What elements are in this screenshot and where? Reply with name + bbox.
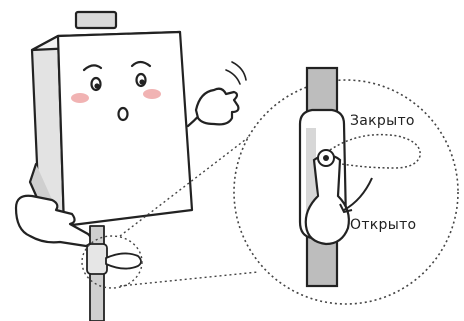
left-cheek bbox=[71, 93, 89, 103]
boiler-chimney bbox=[76, 12, 116, 28]
mouth bbox=[119, 108, 128, 120]
valve-open-label: Открыто bbox=[350, 217, 416, 233]
motion-mark-1 bbox=[226, 70, 240, 84]
right-pupil bbox=[139, 79, 144, 84]
motion-mark-2 bbox=[232, 62, 246, 80]
valve-pivot-dot bbox=[323, 155, 329, 161]
boiler-front bbox=[58, 32, 192, 226]
right-cheek bbox=[143, 89, 161, 99]
right-hand bbox=[196, 89, 238, 125]
valve-closed-label: Закрыто bbox=[350, 113, 415, 129]
zoom-circle bbox=[234, 68, 458, 304]
small-valve-body bbox=[87, 244, 107, 274]
left-pupil bbox=[94, 83, 99, 88]
boiler-character bbox=[16, 12, 246, 321]
small-valve-handle bbox=[106, 253, 141, 268]
